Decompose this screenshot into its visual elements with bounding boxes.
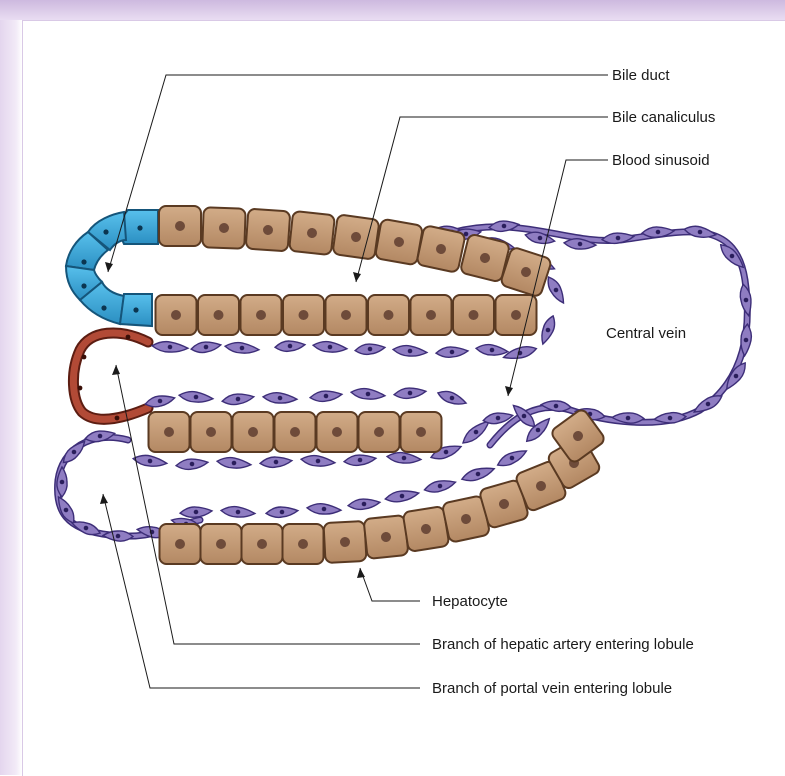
hepatic-artery-label: Branch of hepatic artery entering lobule — [432, 636, 694, 653]
bile-duct-label: Bile duct — [612, 67, 670, 84]
hepatocyte-cell — [198, 295, 239, 335]
endothelial-cell — [738, 283, 754, 316]
endothelial-cell — [423, 477, 457, 495]
endothelial-cell — [436, 346, 469, 358]
hepatocyte-cell — [202, 207, 245, 248]
hepatocyte-cell — [403, 506, 450, 552]
endothelial-cell — [301, 454, 336, 468]
bile-duct-cells — [66, 210, 158, 326]
hepatocyte-cell — [160, 524, 201, 564]
endothelial-cell — [313, 340, 348, 354]
endothelial-cell — [538, 314, 558, 346]
hepatocyte-cell — [375, 219, 423, 266]
endothelial-cell — [436, 388, 468, 408]
hepatocyte-cell — [326, 295, 367, 335]
endothelial-cell — [225, 341, 260, 355]
endothelial-cell — [221, 392, 254, 407]
hepatocyte-cell — [289, 211, 335, 255]
hepatocyte-cell — [317, 412, 358, 452]
hepatocyte-cell — [359, 412, 400, 452]
hepatocyte-cell — [496, 295, 537, 335]
hepatocyte-cords — [149, 206, 607, 564]
hepatocyte-cell — [275, 412, 316, 452]
endothelial-cell — [307, 503, 342, 516]
central-vein-label: Central vein — [606, 325, 686, 342]
endothelial-cell — [179, 390, 214, 404]
endothelial-cell — [344, 453, 377, 467]
hepatocyte-cell — [201, 524, 242, 564]
hepatocyte-cell — [246, 209, 291, 252]
hepatocyte-cell — [453, 295, 494, 335]
blood-sinusoid-label: Blood sinusoid — [612, 152, 710, 169]
endothelial-cell — [275, 340, 306, 353]
endothelial-cell — [394, 386, 427, 400]
endothelial-cell — [176, 457, 209, 471]
hepatocyte-cell — [368, 295, 409, 335]
endothelial-cell — [217, 456, 252, 470]
endothelial-cell — [180, 506, 213, 518]
endothelial-cell — [266, 505, 299, 518]
endothelial-cell — [355, 342, 386, 355]
hepatocyte-cell — [242, 524, 283, 564]
endothelial-cell — [260, 455, 293, 468]
hepatocyte-cell — [411, 295, 452, 335]
bile-canaliculus-label: Bile canaliculus — [612, 109, 715, 126]
hepatocyte-cell — [323, 521, 366, 563]
hepatocyte-cell — [156, 295, 197, 335]
hepatocyte-cell — [283, 524, 324, 564]
endothelial-cell — [495, 446, 528, 469]
hepatocyte-cell — [364, 515, 409, 559]
hepatocyte-cell — [191, 412, 232, 452]
endothelial-cell — [221, 505, 256, 518]
hepatocyte-cell — [233, 412, 274, 452]
endothelial-cell — [544, 274, 568, 305]
hepatocyte-cell — [241, 295, 282, 335]
endothelial-cell — [351, 387, 386, 401]
endothelial-cell — [393, 344, 428, 357]
endothelial-cell — [460, 464, 496, 484]
hepatocyte-cell — [401, 412, 442, 452]
endothelial-cell — [476, 343, 509, 357]
hepatocyte-label: Hepatocyte — [432, 593, 508, 610]
portal-vein-label: Branch of portal vein entering lobule — [432, 680, 672, 697]
endothelial-cell — [190, 340, 221, 354]
hepatocyte-cell — [149, 412, 190, 452]
endothelial-cell — [263, 392, 298, 405]
hepatocyte-cell — [159, 206, 201, 246]
endothelial-cell — [310, 389, 343, 403]
endothelial-cell — [384, 488, 419, 504]
endothelial-cell — [60, 438, 88, 466]
endothelial-cell — [152, 341, 189, 354]
leader-lines — [103, 75, 608, 688]
hepatocyte-cell — [283, 295, 324, 335]
sinusoid-endothelium — [54, 219, 754, 541]
endothelial-cell — [510, 402, 538, 430]
endothelial-cell — [348, 497, 381, 511]
endothelial-cell — [132, 454, 167, 469]
endothelial-cell — [387, 451, 422, 464]
hepatocyte-cell — [416, 225, 465, 273]
